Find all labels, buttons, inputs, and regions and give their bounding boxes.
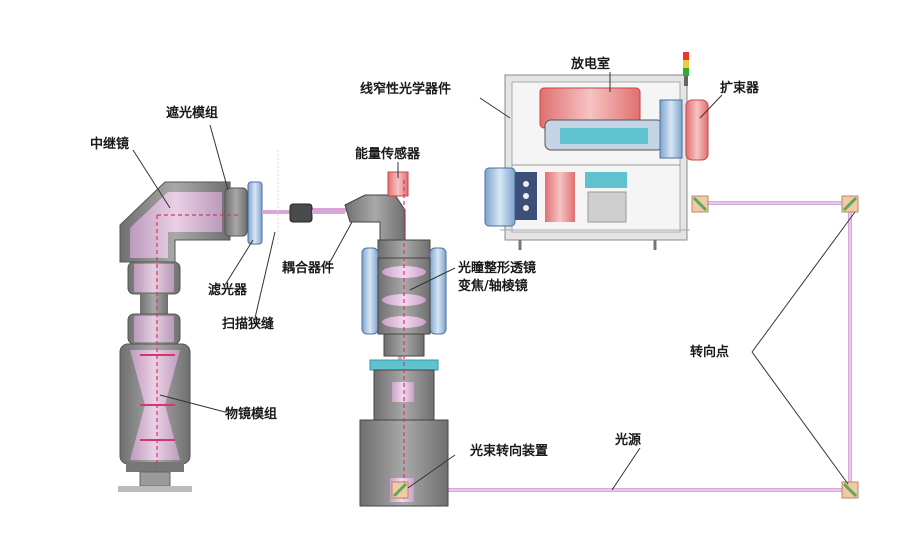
label-beam-expander: 扩束器 (720, 80, 760, 96)
label-filter: 滤光器 (208, 282, 248, 298)
turning-mirrors (391, 195, 859, 499)
label-coupler: 耦合器件 (282, 260, 334, 276)
label-shutter-module: 遮光模组 (166, 105, 218, 121)
label-relay-mirror: 中继镜 (90, 136, 129, 152)
laser-source (484, 52, 709, 250)
label-discharge-chamber: 放电室 (570, 56, 610, 72)
label-energy-sensor: 能量传感器 (355, 146, 421, 162)
objective-column (118, 181, 263, 492)
leader-lines (132, 72, 856, 491)
label-turning-point: 转向点 (690, 344, 729, 360)
labels: 中继镜 遮光模组 滤光器 扫描狭缝 物镜模组 耦合器件 能量传感器 光瞳整形透镜… (90, 56, 760, 459)
label-light-source: 光源 (614, 432, 641, 448)
label-objective-module: 物镜模组 (225, 406, 277, 422)
label-beam-steering: 光束转向装置 (469, 443, 548, 459)
scan-slit-coupler (262, 150, 345, 245)
label-line-narrow-optics: 线窄性光学器件 (360, 81, 451, 97)
label-scan-slit: 扫描狭缝 (222, 316, 274, 332)
label-pupil-lens: 光瞳整形透镜 (457, 260, 536, 276)
label-zoom-axicon: 变焦/轴棱镜 (458, 278, 528, 294)
illuminator-column (344, 171, 449, 507)
